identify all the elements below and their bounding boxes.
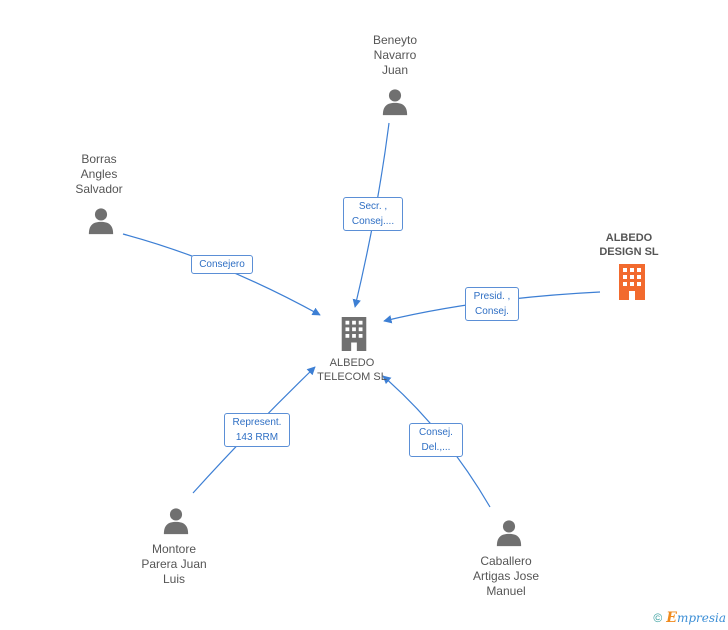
montore-person-icon[interactable] <box>163 508 189 535</box>
edge-label-albedo-design[interactable]: Presid. , Consej. <box>465 287 519 321</box>
borras-label[interactable]: Borras Angles Salvador <box>75 152 123 196</box>
caballero-label[interactable]: Caballero Artigas Jose Manuel <box>472 554 540 598</box>
copyright-symbol: © <box>653 611 663 625</box>
center-company-label[interactable]: ALBEDO TELECOM SL <box>317 357 387 383</box>
edge-label-montore[interactable]: Represent. 143 RRM <box>224 413 290 447</box>
albedo-design-label[interactable]: ALBEDO DESIGN SL <box>599 232 659 258</box>
montore-label[interactable]: Montore Parera Juan Luis <box>141 542 207 586</box>
edge-label-borras[interactable]: Consejero <box>191 255 253 274</box>
edge-label-beneyto[interactable]: Secr. , Consej.... <box>343 197 403 231</box>
beneyto-person-icon[interactable] <box>382 89 408 116</box>
albedo-design-company-icon[interactable] <box>619 264 645 300</box>
center-company-icon[interactable] <box>341 317 367 351</box>
edge-label-caballero[interactable]: Consej. Del.,... <box>409 423 463 457</box>
edge-borras <box>122 233 321 316</box>
beneyto-label[interactable]: Beneyto Navarro Juan <box>372 33 418 77</box>
empresia-logo[interactable]: Empresia <box>666 610 726 626</box>
caballero-person-icon[interactable] <box>496 520 522 547</box>
borras-person-icon[interactable] <box>88 208 114 235</box>
footer-brand: © Empresia <box>653 610 726 626</box>
